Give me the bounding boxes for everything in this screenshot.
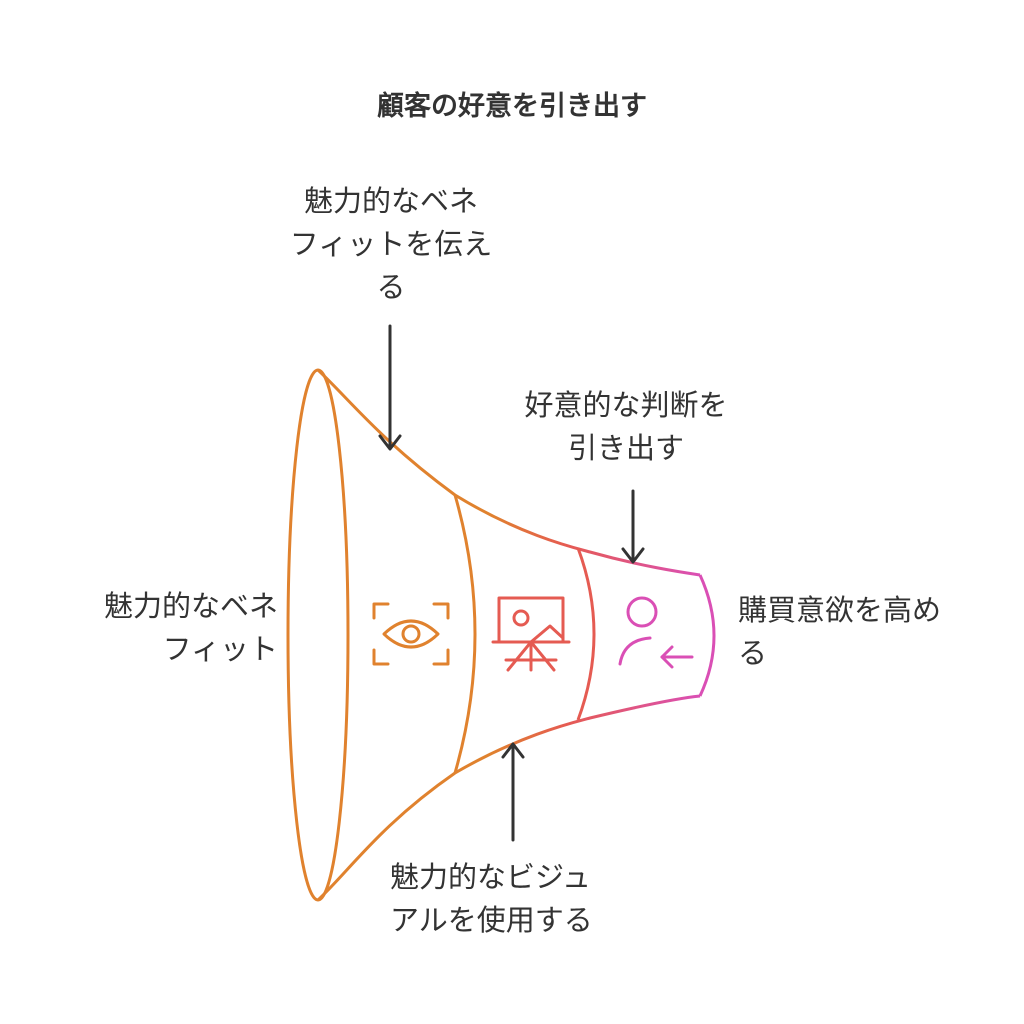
label-line: 魅力的なベネ <box>303 184 478 218</box>
label-line: 魅力的なベネ <box>103 589 278 623</box>
funnel-mouth <box>286 368 350 902</box>
funnel-bottom-edge <box>316 694 701 902</box>
section-divider-2 <box>576 547 596 721</box>
funnel-top-edge <box>316 368 701 577</box>
section-divider-1 <box>453 494 477 774</box>
label-favorable-judgment: 好意的な判断を 引き出す <box>486 384 766 470</box>
user-arrow-icon <box>618 596 694 669</box>
label-left-benefits: 魅力的なベネ フィット <box>20 585 278 671</box>
label-line: る <box>376 270 406 304</box>
label-line: アルを使用する <box>390 903 593 937</box>
label-line: フィットを伝え <box>289 227 493 261</box>
easel-image-icon <box>491 596 571 672</box>
label-line: 引き出す <box>567 431 684 465</box>
label-line: 魅力的なビジュ <box>390 860 591 894</box>
funnel-end-cap <box>698 574 716 697</box>
arrow-top <box>378 324 402 451</box>
label-line: フィット <box>162 632 278 666</box>
arrow-bottom <box>501 742 525 842</box>
eye-icon <box>372 602 450 666</box>
label-top-benefits-communication: 魅力的なベネ フィットを伝え る <box>260 180 522 309</box>
label-line: る <box>738 636 768 670</box>
label-attractive-visuals: 魅力的なビジュ アルを使用する <box>390 856 638 942</box>
label-line: 好意的な判断を <box>524 388 728 422</box>
label-purchase-intent: 購買意欲を高め る <box>738 589 1008 675</box>
arrow-middle <box>621 489 645 564</box>
label-line: 購買意欲を高め <box>738 593 942 627</box>
diagram-title: 顧客の好意を引き出す <box>377 91 647 122</box>
